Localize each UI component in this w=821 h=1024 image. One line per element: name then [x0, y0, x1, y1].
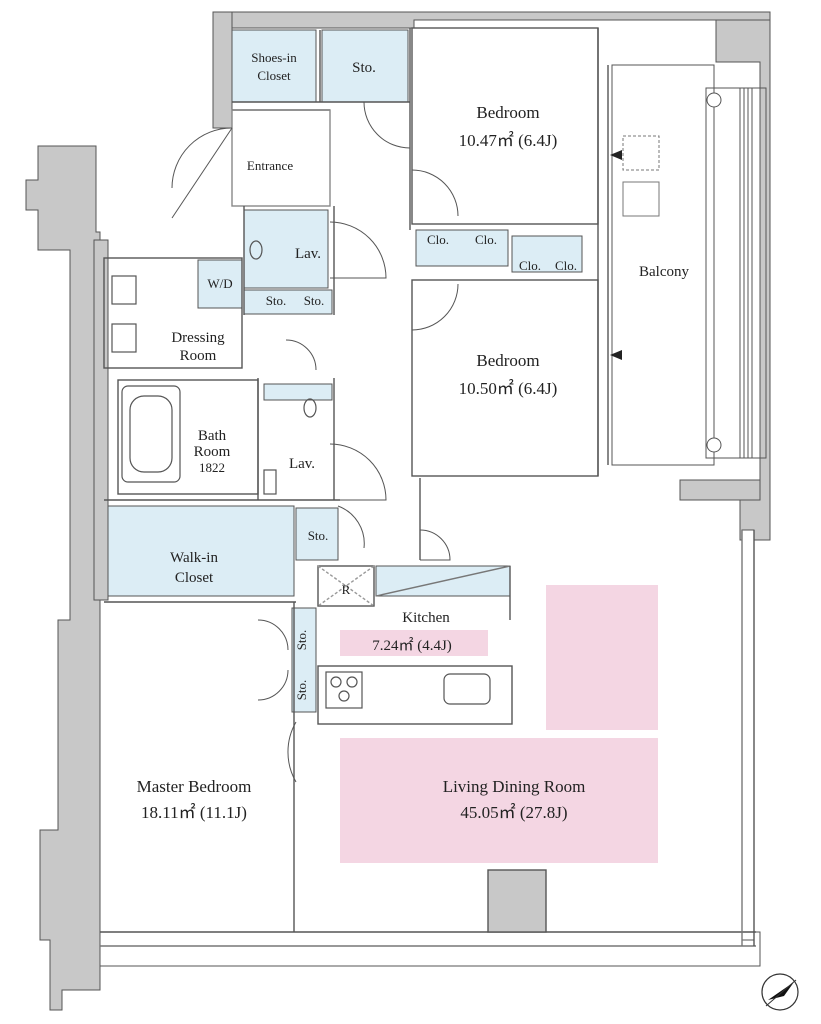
sto-side2-label: Sto. [294, 680, 309, 701]
living-dining-label: Living Dining Room [443, 777, 586, 796]
bathtub-icon [121, 385, 181, 483]
arrow-icon [610, 350, 622, 360]
bedroom-lower-area-label: 10.50㎡ (6.4J) [459, 379, 558, 398]
bath-room-label-2: Room [194, 444, 231, 460]
toilet-icon [249, 240, 263, 260]
walk-in-closet-label-2: Closet [175, 570, 214, 586]
balcony-area [610, 64, 767, 466]
shoes-in-closet-label-1: Shoes-in [251, 50, 297, 65]
compass-north-icon [761, 973, 799, 1011]
sto-top-label: Sto. [352, 60, 376, 76]
exterior-walls [25, 11, 771, 1011]
sto-mid-label: Sto. [308, 528, 329, 543]
clo-3-label: Clo. [519, 258, 541, 273]
refrigerator-label: R [342, 582, 351, 597]
bath-room-size-label: 1822 [199, 460, 225, 475]
bedroom-upper-area-label: 10.47㎡ (6.4J) [459, 131, 558, 150]
interior-walls [100, 27, 756, 947]
toilet-icon [303, 398, 317, 418]
master-bedroom-area-label: 18.11㎡ (11.1J) [141, 803, 247, 822]
walk-in-closet-label-1: Walk-in [170, 550, 218, 566]
dressing-room-label-2: Room [180, 348, 217, 364]
sink-icon [443, 673, 491, 705]
fixtures [111, 240, 491, 709]
lav-upper-label: Lav. [295, 246, 321, 262]
storage-zones [107, 29, 583, 713]
bedroom-upper-label: Bedroom [476, 103, 539, 122]
entrance-label: Entrance [247, 158, 293, 173]
balcony-label: Balcony [639, 264, 689, 280]
bedroom-lower-label: Bedroom [476, 351, 539, 370]
clo-1-label: Clo. [427, 232, 449, 247]
highlight-zones [340, 585, 658, 863]
sto-a-label: Sto. [266, 293, 287, 308]
sto-side1-label: Sto. [294, 630, 309, 651]
clo-2-label: Clo. [475, 232, 497, 247]
kitchen-area-label: 7.24㎡ (4.4J) [372, 637, 452, 654]
sto-b-label: Sto. [304, 293, 325, 308]
wd-label: W/D [207, 276, 232, 291]
door-swing-icon [171, 101, 459, 783]
bath-room-label-1: Bath [198, 428, 227, 444]
kitchen-label: Kitchen [402, 610, 450, 626]
room-labels: Shoes-in Closet Sto. Entrance Lav. W/D S… [137, 50, 690, 822]
living-dining-area-label: 45.05㎡ (27.8J) [460, 803, 567, 822]
clo-4-label: Clo. [555, 258, 577, 273]
master-bedroom-label: Master Bedroom [137, 777, 252, 796]
dressing-room-label-1: Dressing [171, 330, 225, 346]
arrow-icon [610, 150, 622, 160]
shoes-in-closet-label-2: Closet [257, 68, 291, 83]
lav-lower-label: Lav. [289, 456, 315, 472]
stove-icon [325, 671, 363, 709]
